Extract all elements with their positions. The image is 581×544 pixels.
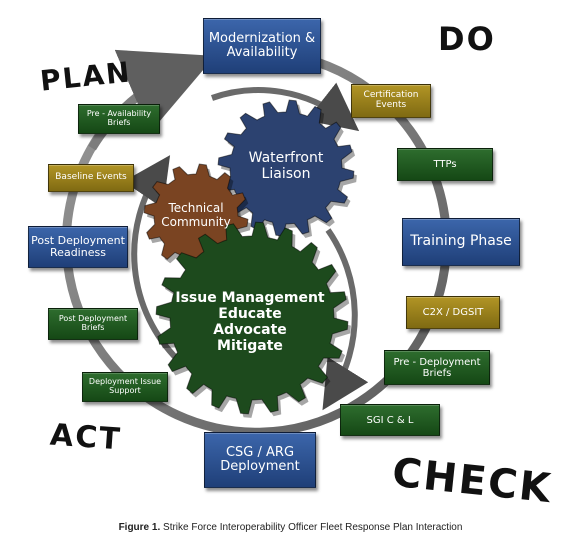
modernization-availability-box: Modernization & Availability: [203, 18, 321, 74]
post-deployment-briefs-box: Post Deployment Briefs: [48, 308, 138, 340]
figure-caption-text: Strike Force Interoperability Officer Fl…: [163, 522, 463, 533]
gear-waterfront-body: [217, 99, 355, 237]
figure-caption: Figure 1. Strike Force Interoperability …: [0, 522, 581, 533]
certification-events-box: Certification Events: [351, 84, 431, 118]
inner-arrow-right: [322, 228, 369, 411]
phase-do: DO: [438, 20, 496, 58]
post-deployment-readiness-box: Post Deployment Readiness: [28, 226, 128, 268]
diagram-artwork: [61, 47, 451, 437]
waterfront-liaison-label: Waterfront Liaison: [248, 150, 324, 183]
sgi-cl-box: SGI C & L: [340, 404, 440, 436]
c2x-dgsit-box: C2X / DGSIT: [406, 296, 500, 329]
figure-caption-label: Figure 1.: [118, 522, 161, 533]
training-phase-box: Training Phase: [402, 218, 520, 266]
deployment-issue-support-box: Deployment Issue Support: [82, 372, 168, 402]
inner-arrow-top: [211, 82, 360, 132]
waterfront-liaison-gear: [217, 99, 357, 240]
gear-issue-body: [155, 221, 349, 415]
phase-act: ACT: [48, 417, 123, 458]
issue-management-label: Issue Management Educate Advocate Mitiga…: [175, 290, 325, 355]
ttps-box: TTPs: [397, 148, 493, 181]
baseline-events-box: Baseline Events: [48, 164, 134, 192]
technical-community-label: Technical Community: [161, 201, 231, 229]
issue-management-gear: [155, 221, 351, 418]
pre-availability-briefs-box: Pre - Availability Briefs: [78, 104, 160, 134]
ring-arrow-top-left: [88, 49, 216, 151]
fleet-response-plan-diagram: PLAN DO ACT CHECK Waterfront Liaison Tec…: [28, 18, 554, 512]
csg-arg-deployment-box: CSG / ARG Deployment: [204, 432, 316, 488]
pre-deployment-briefs-box: Pre - Deployment Briefs: [384, 350, 490, 385]
